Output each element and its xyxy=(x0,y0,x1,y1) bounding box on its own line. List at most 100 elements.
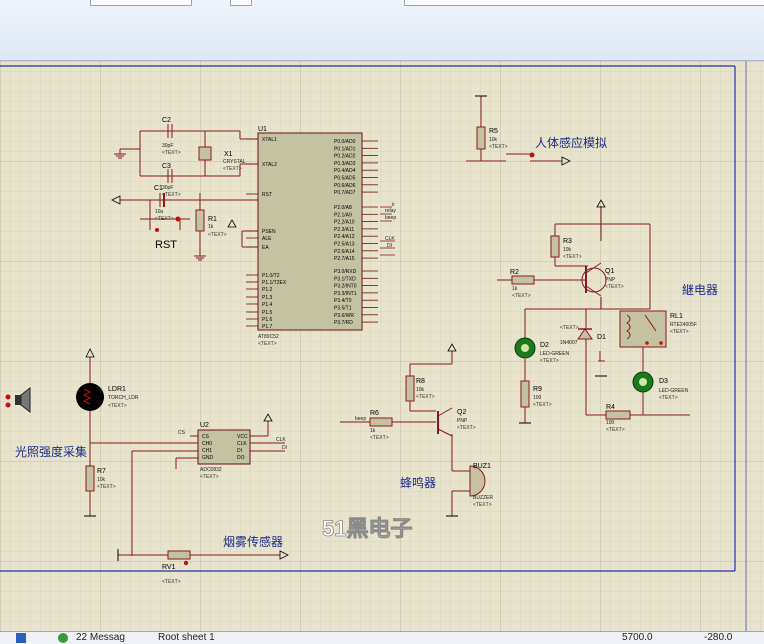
schematic-canvas[interactable]: C2 30pF C3 30pF X1 CRYSTAL C1 10u R1 1k … xyxy=(0,61,764,631)
d3-led[interactable] xyxy=(632,371,654,393)
ldr1-part: TORCH_LDR xyxy=(108,395,139,401)
text-placeholder: <TEXT> xyxy=(162,579,181,585)
rst-button[interactable] xyxy=(155,228,159,232)
net-relay: relay xyxy=(385,208,396,214)
text-placeholder: <TEXT> xyxy=(489,144,508,150)
u1-pin-label: P0.7/AD7 xyxy=(334,190,356,196)
u1-label: U1 xyxy=(258,126,267,133)
rst-caption: RST xyxy=(155,239,177,251)
rl1-relay[interactable] xyxy=(619,310,667,348)
r5-label: R5 xyxy=(489,128,498,135)
rv1-pot[interactable] xyxy=(167,550,191,560)
q2-transistor[interactable] xyxy=(437,407,453,437)
net-di: DI xyxy=(387,243,392,249)
text-placeholder: <TEXT> xyxy=(606,427,625,433)
message-icon[interactable] xyxy=(58,633,68,643)
stop-icon[interactable] xyxy=(16,633,26,643)
u1-pin-label: P3.6/WR xyxy=(334,313,354,319)
text-placeholder: <TEXT> xyxy=(97,484,116,490)
r7-resistor[interactable] xyxy=(85,465,95,492)
adc-circuit[interactable] xyxy=(89,357,285,556)
u1-pin-label: P1.1/T2EX xyxy=(262,280,287,286)
u2-pin-label: DI xyxy=(237,448,242,454)
text-placeholder: <TEXT> xyxy=(540,358,559,364)
r9-resistor[interactable] xyxy=(520,380,530,408)
u1-pin-label: P3.7/RD xyxy=(334,320,353,326)
human-sensor-caption: 人体感应模拟 xyxy=(535,135,607,150)
watermark: 51黑电子 xyxy=(322,516,412,541)
u1-pin-label: P1.5 xyxy=(262,310,273,316)
u2-pin-label: CH0 xyxy=(202,441,212,447)
d1-diode[interactable] xyxy=(577,328,593,340)
r6-resistor[interactable] xyxy=(369,417,393,427)
rl1-part: RTE24005F xyxy=(670,322,697,328)
r9-value: 100 xyxy=(533,395,542,401)
r5-value: 10k xyxy=(489,137,498,143)
u1-pin-label: P0.5/AD5 xyxy=(334,176,356,182)
r9-label: R9 xyxy=(533,386,542,393)
u1-pin-label: XTAL1 xyxy=(262,137,277,143)
buz1-buzzer[interactable] xyxy=(469,465,486,497)
r5-resistor[interactable] xyxy=(476,126,486,150)
text-placeholder: <TEXT> xyxy=(457,425,476,431)
crystal-reset-parts[interactable] xyxy=(114,124,212,261)
r8-resistor[interactable] xyxy=(405,375,415,402)
rst-button-dot xyxy=(175,216,181,222)
text-placeholder: <TEXT> xyxy=(473,502,492,508)
r2-resistor[interactable] xyxy=(511,275,535,285)
d2-label: D2 xyxy=(540,342,549,349)
text-placeholder: <TEXT> xyxy=(560,325,579,331)
r3-value: 10k xyxy=(563,247,572,253)
vcc-arrow-icon xyxy=(227,219,237,228)
vcc-arrow-icon xyxy=(447,343,457,352)
u1-pin-label: P2.7/A15 xyxy=(334,256,355,262)
r4-resistor[interactable] xyxy=(605,410,631,420)
u1-pin-label: P2.5/A13 xyxy=(334,242,355,248)
rv1-label: RV1 xyxy=(162,564,176,571)
r2-value: 1k xyxy=(512,286,518,292)
toolbar-field[interactable] xyxy=(404,0,764,6)
q1-transistor[interactable] xyxy=(581,262,607,297)
text-placeholder: <TEXT> xyxy=(659,395,678,401)
buzzer-circuit[interactable] xyxy=(340,351,470,516)
u1-pin-label: P0.0/AD0 xyxy=(334,139,356,145)
messages-count[interactable]: 22 Messag xyxy=(76,632,125,643)
c3-label: C3 xyxy=(162,163,171,170)
text-placeholders: <TEXT> <TEXT> <TEXT> <TEXT> <TEXT> <TEXT> <TEX… xyxy=(97,144,689,585)
u1-pin-label: P2.0/A8 xyxy=(334,205,352,211)
x1-part: CRYSTAL xyxy=(223,159,246,165)
c1-value: 10u xyxy=(155,209,164,215)
r1-value: 1k xyxy=(208,224,214,230)
r4-value: 100 xyxy=(606,420,615,426)
net-beep-2: beep xyxy=(355,416,366,422)
coord-y: -280.0 xyxy=(704,632,733,643)
net-beep: beep xyxy=(385,215,396,221)
vcc-arrow-icon xyxy=(596,199,606,208)
text-placeholder: <TEXT> xyxy=(223,166,242,172)
u1-microcontroller[interactable] xyxy=(257,132,363,331)
buz1-part: BUZZER xyxy=(473,495,493,501)
pir-switch-dot[interactable] xyxy=(529,152,535,158)
r3-resistor[interactable] xyxy=(550,235,560,258)
ldr1-sensor[interactable] xyxy=(76,383,104,411)
relay-circuit[interactable] xyxy=(497,206,690,423)
rv1-dot[interactable] xyxy=(183,560,189,566)
u1-right-pins: P0.0/AD0P0.1/AD1P0.2/AD2P0.3/AD3P0.4/AD4… xyxy=(334,139,378,326)
d2-led[interactable] xyxy=(514,337,536,359)
u1-pin-label: P0.6/AD6 xyxy=(334,183,356,189)
toolbar-field[interactable] xyxy=(230,0,252,6)
vcc-arrow-icon xyxy=(279,550,289,560)
r7-value: 10k xyxy=(97,477,106,483)
u2-part: ADC0832 xyxy=(200,467,222,473)
u2-adc[interactable] xyxy=(197,429,251,465)
text-placeholder: <TEXT> xyxy=(208,232,227,238)
r6-label: R6 xyxy=(370,410,379,417)
toolbar-field[interactable] xyxy=(90,0,192,6)
speaker-icon xyxy=(5,386,31,414)
u1-pin-label: PSEN xyxy=(262,229,276,235)
u1-pin-label: P2.1/A9 xyxy=(334,212,352,218)
human-sensor-circuit[interactable] xyxy=(466,96,562,162)
u1-pin-label: P1.4 xyxy=(262,302,273,308)
r1-label: R1 xyxy=(208,216,217,223)
